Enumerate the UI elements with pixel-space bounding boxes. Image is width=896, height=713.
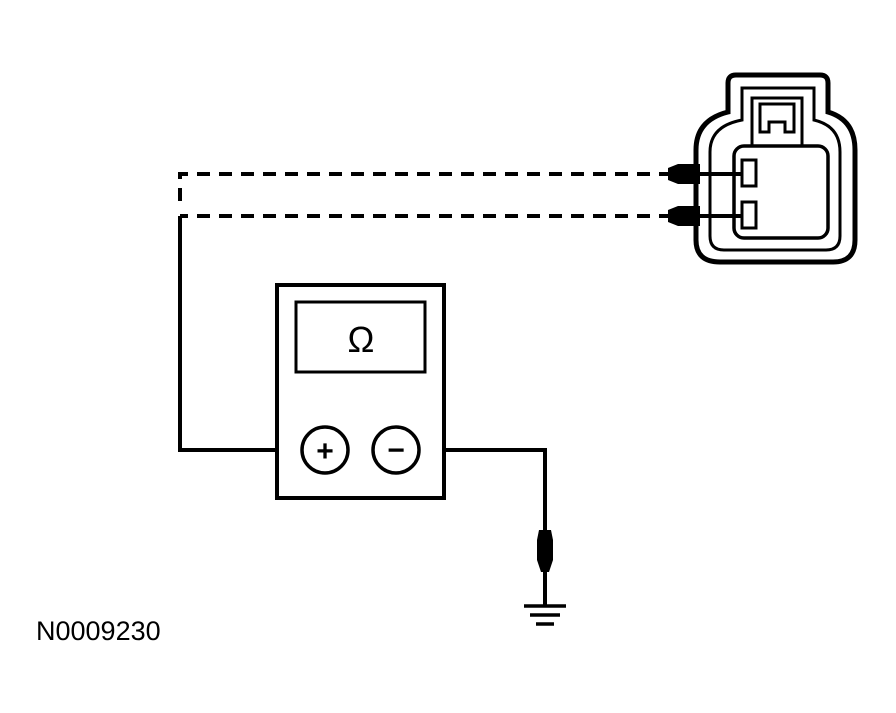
negative-lead-wire — [420, 448, 547, 532]
electrical-connector — [693, 72, 858, 265]
probe-tip-upper — [668, 164, 746, 184]
ground-probe — [537, 530, 553, 605]
negative-terminal — [371, 425, 421, 475]
dashed-lead-upper — [178, 172, 672, 205]
positive-lead-wire — [178, 216, 302, 452]
figure-id: N0009230 — [36, 616, 161, 646]
meter-display — [294, 300, 427, 374]
negative-terminal-label: − — [387, 434, 405, 467]
ohm-symbol: Ω — [348, 319, 375, 360]
positive-terminal — [300, 425, 350, 475]
positive-terminal-label: + — [316, 435, 334, 468]
probe-tip-lower — [668, 206, 746, 226]
multimeter: Ω + − — [275, 283, 446, 500]
ground-symbol — [524, 604, 566, 626]
